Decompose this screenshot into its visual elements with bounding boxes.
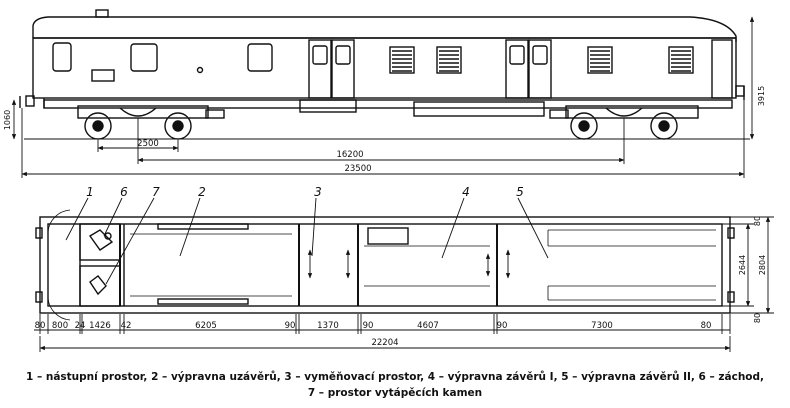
- louvre-vent: [436, 46, 462, 74]
- shelf: [157, 223, 249, 230]
- dim-seg: 4607: [417, 321, 439, 331]
- shelf: [367, 227, 409, 245]
- dim-seg: 80: [701, 321, 712, 331]
- dim-bogie-centers: 16200: [336, 150, 363, 160]
- dim-seg: 1370: [317, 321, 339, 331]
- dim-seg: 90: [285, 321, 296, 331]
- door-window: [335, 45, 351, 65]
- door-swing: [47, 297, 71, 321]
- plan-inner-wall: [47, 223, 723, 307]
- dim-overall-length: 23500: [344, 164, 371, 174]
- bogie-left: [77, 105, 225, 140]
- roof-vent: [95, 9, 109, 18]
- dim-wall-top: 80: [753, 216, 762, 226]
- heater-room: [79, 265, 121, 307]
- dim-seg: 1426: [89, 321, 111, 331]
- plan-view: [35, 209, 735, 321]
- dim-seg: 90: [363, 321, 374, 331]
- dim-floor-height: 1060: [3, 110, 12, 130]
- door: [331, 39, 355, 99]
- compartment-number: 6: [120, 185, 128, 199]
- compartment-number: 1: [86, 185, 94, 199]
- window: [247, 43, 273, 72]
- shelf: [157, 298, 249, 305]
- dim-seg: 42: [121, 321, 132, 331]
- dim-seg: 800: [52, 321, 68, 331]
- door-swing: [47, 209, 71, 233]
- dim-wall-bottom: 80: [753, 313, 762, 323]
- door-window: [312, 45, 328, 65]
- stove-fixture: [89, 275, 107, 296]
- door: [528, 39, 552, 99]
- dim-inner-width: 2644: [738, 255, 747, 275]
- wc-fixture: [88, 229, 114, 251]
- window: [52, 42, 72, 72]
- dim-roof-height: 3915: [757, 86, 766, 106]
- dim-outer-width: 2804: [758, 255, 767, 275]
- toilet-room: [79, 223, 121, 261]
- end-door: [711, 39, 733, 99]
- louvre-vent: [389, 46, 415, 74]
- compartment-number: 7: [152, 185, 160, 199]
- sole-bar: [43, 99, 733, 109]
- window: [130, 43, 158, 72]
- car-roof: [32, 16, 737, 42]
- dim-seg: 6205: [195, 321, 217, 331]
- dim-wheelbase: 2500: [137, 139, 159, 149]
- louvre-vent: [668, 46, 694, 74]
- name-board: [91, 69, 115, 82]
- dim-seg: 24: [75, 321, 86, 331]
- door: [308, 39, 332, 99]
- car-body-side: [32, 37, 737, 99]
- door-window: [532, 45, 548, 65]
- legend-line-1: 1 – nástupní prostor, 2 – výpravna uzávě…: [25, 371, 765, 383]
- compartment-number: 4: [462, 185, 470, 199]
- door-window: [509, 45, 525, 65]
- buffers: [19, 85, 745, 108]
- side-elevation: [32, 9, 737, 117]
- louvre-vent: [587, 46, 613, 74]
- louvre-slats: [392, 50, 691, 72]
- compartment-number: 3: [314, 185, 322, 199]
- door: [505, 39, 529, 99]
- dim-seg: 7300: [591, 321, 613, 331]
- underframe-box: [299, 99, 357, 113]
- dim-seg: 80: [35, 321, 46, 331]
- underframe-box: [413, 101, 545, 117]
- plan-outer-wall: [39, 216, 731, 314]
- legend-line-2: 7 – prostor vytápěcích kamen: [307, 387, 483, 399]
- compartment-number: 5: [516, 185, 524, 199]
- lamp-icon: [196, 66, 204, 74]
- dim-total-length: 22204: [371, 338, 398, 348]
- dim-seg: 90: [497, 321, 508, 331]
- compartment-number: 2: [198, 185, 206, 199]
